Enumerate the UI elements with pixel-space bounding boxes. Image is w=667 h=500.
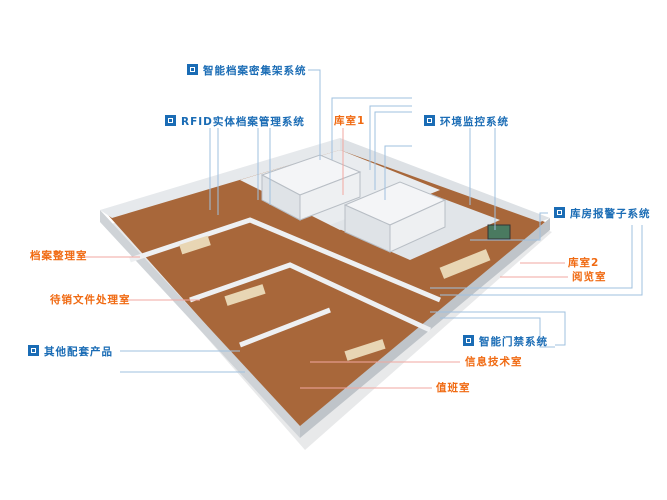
system-marker-icon xyxy=(165,115,176,126)
system-marker-icon xyxy=(554,207,565,218)
monitor xyxy=(487,224,511,240)
desk xyxy=(224,284,266,306)
label-text: 环境监控系统 xyxy=(440,116,509,128)
label-storage-room-1: 库室1 xyxy=(334,115,366,127)
outer-wall-left xyxy=(100,210,300,438)
label-duty-room: 值班室 xyxy=(436,382,471,394)
system-marker-icon xyxy=(28,345,39,356)
label-text: 智能门禁系统 xyxy=(479,336,548,348)
label-dense-shelving-system: 智能档案密集架系统 xyxy=(187,64,307,77)
label-text: 库房报警子系统 xyxy=(570,208,651,220)
desk xyxy=(344,339,386,361)
system-marker-icon xyxy=(424,115,435,126)
label-pending-destruction-room: 待销文件处理室 xyxy=(50,294,131,306)
back-wall-left xyxy=(100,138,340,218)
desk xyxy=(439,249,491,279)
label-access-control-system: 智能门禁系统 xyxy=(463,335,548,348)
label-rfid-system: RFID实体档案管理系统 xyxy=(165,115,305,128)
label-env-monitor-system: 环境监控系统 xyxy=(424,115,509,128)
label-reading-room: 阅览室 xyxy=(572,271,607,283)
desk xyxy=(179,235,211,255)
label-archive-sorting-room: 档案整理室 xyxy=(30,250,88,262)
system-marker-icon xyxy=(463,335,474,346)
label-alarm-system: 库房报警子系统 xyxy=(554,207,651,220)
label-text: 其他配套产品 xyxy=(44,346,113,358)
label-it-room: 信息技术室 xyxy=(465,356,523,368)
back-wall-right xyxy=(340,138,550,222)
system-marker-icon xyxy=(187,64,198,75)
label-storage-room-2: 库室2 xyxy=(568,257,600,269)
label-text: RFID实体档案管理系统 xyxy=(181,116,305,128)
label-other-products: 其他配套产品 xyxy=(28,345,113,358)
label-text: 智能档案密集架系统 xyxy=(203,65,307,77)
